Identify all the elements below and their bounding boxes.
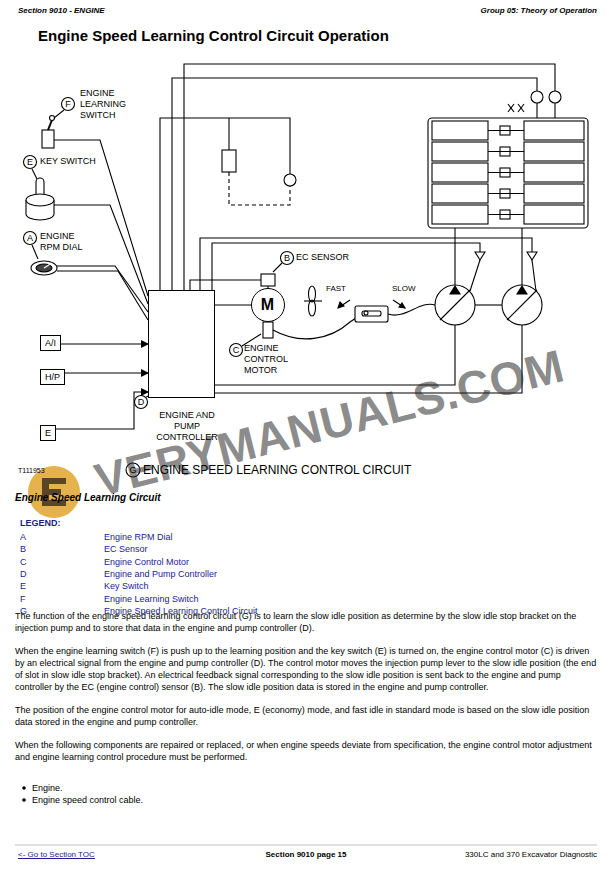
body-paragraph: When the engine learning switch (F) is p… <box>15 645 600 693</box>
controller-label: ENGINE AND PUMP CONTROLLER <box>151 410 223 443</box>
header-text: Section 9010 - ENGINE <box>18 6 105 16</box>
footer-text: 330LC and 370 Excavator Diagnostic <box>347 850 597 860</box>
legend-heading: LEGEND: <box>20 518 61 529</box>
body-paragraph: The position of the engine control motor… <box>15 704 600 728</box>
legend-text: Engine Speed Learning Control Circuit <box>104 605 258 617</box>
legend-text: EC Sensor <box>104 543 148 555</box>
motor-letter: M <box>252 295 283 314</box>
callout-letter: G <box>126 464 140 476</box>
legend-key: A <box>20 531 26 543</box>
part-label: ENGINE CONTROL MOTOR <box>244 343 302 376</box>
legend-key: B <box>20 543 26 555</box>
callout-letter: C <box>229 344 243 356</box>
input-box: E <box>40 425 56 441</box>
signal-wire <box>56 392 148 429</box>
part-label: ENGINE RPM DIAL <box>40 231 95 253</box>
legend-key: E <box>20 580 26 592</box>
legend-text: Engine Learning Switch <box>104 593 199 605</box>
bullet-text: Engine. <box>32 782 592 794</box>
callout-letter: A <box>23 232 37 244</box>
legend-key: C <box>20 556 27 568</box>
body-paragraph: When the following components are repair… <box>15 739 600 763</box>
signal-wire <box>61 343 148 344</box>
part-label: SLOW <box>392 284 416 294</box>
box-label: H/P <box>45 371 60 383</box>
legend-text: Engine RPM Dial <box>104 531 173 543</box>
legend-text: Engine and Pump Controller <box>104 568 217 580</box>
input-box: H/P <box>40 369 65 385</box>
callout-letter: B <box>280 252 294 264</box>
part-label: ENGINE SPEED LEARNING CONTROL CIRCUIT <box>143 463 411 478</box>
callout-letter: F <box>61 98 75 110</box>
part-label: FAST <box>326 284 346 294</box>
part-label: KEY SWITCH <box>40 156 96 167</box>
motor-symbol: M <box>251 288 285 322</box>
header-text: Group 05: Theory of Operation <box>347 6 597 16</box>
signal-wire <box>65 372 148 373</box>
footer-text: Section 9010 page 15 <box>206 850 406 860</box>
legend-key: D <box>20 568 27 580</box>
legend-text: Engine Control Motor <box>104 556 189 568</box>
part-label: T111953 <box>18 466 45 475</box>
footer-link: <- Go to Section TOC <box>18 850 95 860</box>
box-label: A/I <box>45 337 56 349</box>
input-box: A/I <box>40 335 61 351</box>
body-paragraph: The function of the engine speed learnin… <box>15 610 600 634</box>
callout-letter: D <box>134 396 148 408</box>
bullet-text: Engine speed control cable. <box>32 794 592 806</box>
signal-wire <box>215 304 251 305</box>
legend-text: Key Switch <box>104 580 149 592</box>
page-title: Engine Speed Learning Control Circuit Op… <box>38 26 389 45</box>
callout-letter: E <box>23 156 37 168</box>
legend-key: F <box>20 593 26 605</box>
part-label: EC SENSOR <box>296 252 349 263</box>
box-label: E <box>45 427 51 439</box>
part-label: ENGINE LEARNING SWITCH <box>80 88 142 121</box>
figure-caption: Engine Speed Learning Circuit <box>15 491 161 504</box>
controller-box: ENGINE AND PUMP CONTROLLER <box>148 290 215 398</box>
